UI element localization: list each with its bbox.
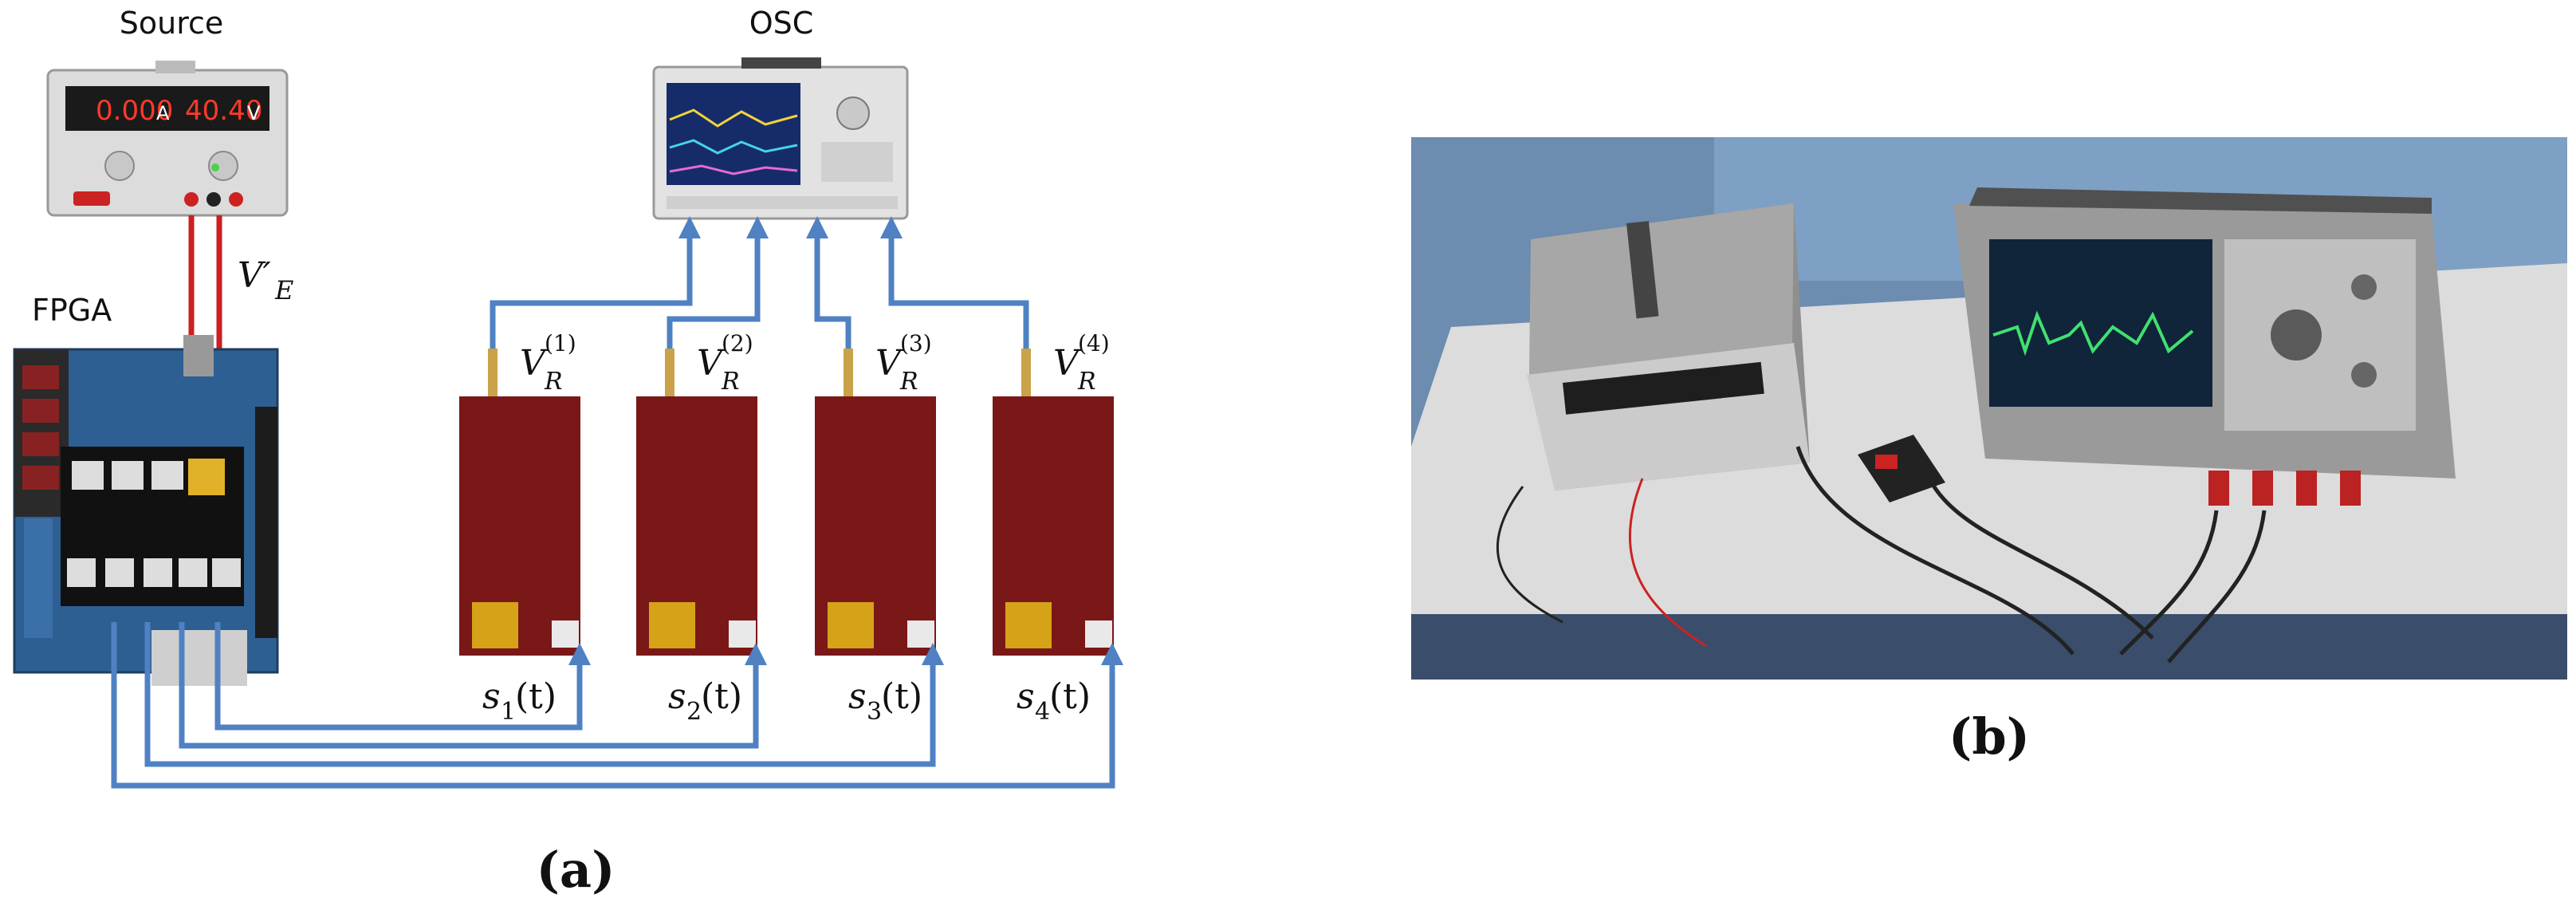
- drive-link-1: [214, 622, 591, 731]
- osc-link-4: [880, 216, 1029, 349]
- supply-voltage-unit: V: [247, 102, 261, 124]
- svg-text:4: 4: [1035, 698, 1050, 726]
- svg-text:R: R: [721, 368, 740, 396]
- svg-text:V: V: [1053, 343, 1082, 384]
- svg-text:(t): (t): [701, 676, 742, 717]
- receiver-label-3: V R (3): [875, 330, 932, 396]
- supply-current-unit: A: [156, 102, 170, 124]
- signal-label-2: s 2 (t): [668, 676, 742, 726]
- caption-a: (a): [537, 841, 615, 899]
- svg-text:2: 2: [686, 698, 702, 726]
- svg-text:V: V: [697, 343, 726, 384]
- svg-text:R: R: [1077, 368, 1096, 396]
- svg-text:V: V: [875, 343, 904, 384]
- oscilloscope: [652, 57, 909, 220]
- drive-link-2: [179, 622, 767, 749]
- sensor-board-3: [815, 349, 936, 656]
- osc-link-1: [490, 216, 701, 349]
- receiver-label-1: V R (1): [520, 330, 576, 396]
- supply-voltage-label: V′ E: [238, 255, 293, 305]
- drive-link-4: [111, 622, 1123, 789]
- sensor-board-1: [459, 349, 580, 656]
- svg-text:(4): (4): [1078, 330, 1110, 357]
- svg-text:R: R: [544, 368, 563, 396]
- svg-text:(t): (t): [881, 676, 922, 717]
- svg-text:1: 1: [501, 698, 516, 726]
- receiver-label-4: V R (4): [1053, 330, 1110, 396]
- svg-text:R: R: [899, 368, 918, 396]
- svg-text:s: s: [848, 676, 867, 717]
- osc-link-3: [806, 216, 851, 349]
- svg-text:s: s: [1017, 676, 1035, 717]
- supply-current-readout: 0.000: [96, 95, 173, 127]
- panel-b: (b): [1411, 137, 2567, 766]
- svg-text:(t): (t): [1049, 676, 1091, 717]
- fpga-label: FPGA: [32, 293, 112, 328]
- signal-label-4: s 4 (t): [1017, 676, 1091, 726]
- panel-a: Source 0.000 A 40.40 V V′ E FPGA: [13, 6, 1123, 899]
- source-label: Source: [120, 6, 224, 41]
- svg-text:V′: V′: [238, 255, 271, 296]
- osc-link-2: [667, 216, 769, 349]
- svg-text:s: s: [482, 676, 501, 717]
- svg-text:(3): (3): [900, 330, 932, 357]
- sensor-board-4: [993, 349, 1114, 656]
- power-supply: 0.000 A 40.40 V: [46, 61, 289, 217]
- signal-label-1: s 1 (t): [482, 676, 556, 726]
- receiver-label-2: V R (2): [697, 330, 753, 396]
- svg-text:(t): (t): [515, 676, 556, 717]
- supply-voltage-readout: 40.40: [185, 95, 262, 127]
- signal-label-3: s 3 (t): [848, 676, 922, 726]
- svg-text:3: 3: [867, 698, 882, 726]
- svg-text:s: s: [668, 676, 686, 717]
- sensor-board-2: [636, 349, 757, 656]
- osc-label: OSC: [749, 6, 814, 41]
- drive-link-3: [144, 622, 944, 767]
- caption-b: (b): [1949, 707, 2030, 766]
- fpga-board: [13, 335, 279, 686]
- svg-text:V: V: [520, 343, 549, 384]
- lab-photo: [1411, 137, 2567, 680]
- svg-text:E: E: [274, 275, 293, 305]
- svg-text:(2): (2): [722, 330, 753, 357]
- svg-text:(1): (1): [545, 330, 576, 357]
